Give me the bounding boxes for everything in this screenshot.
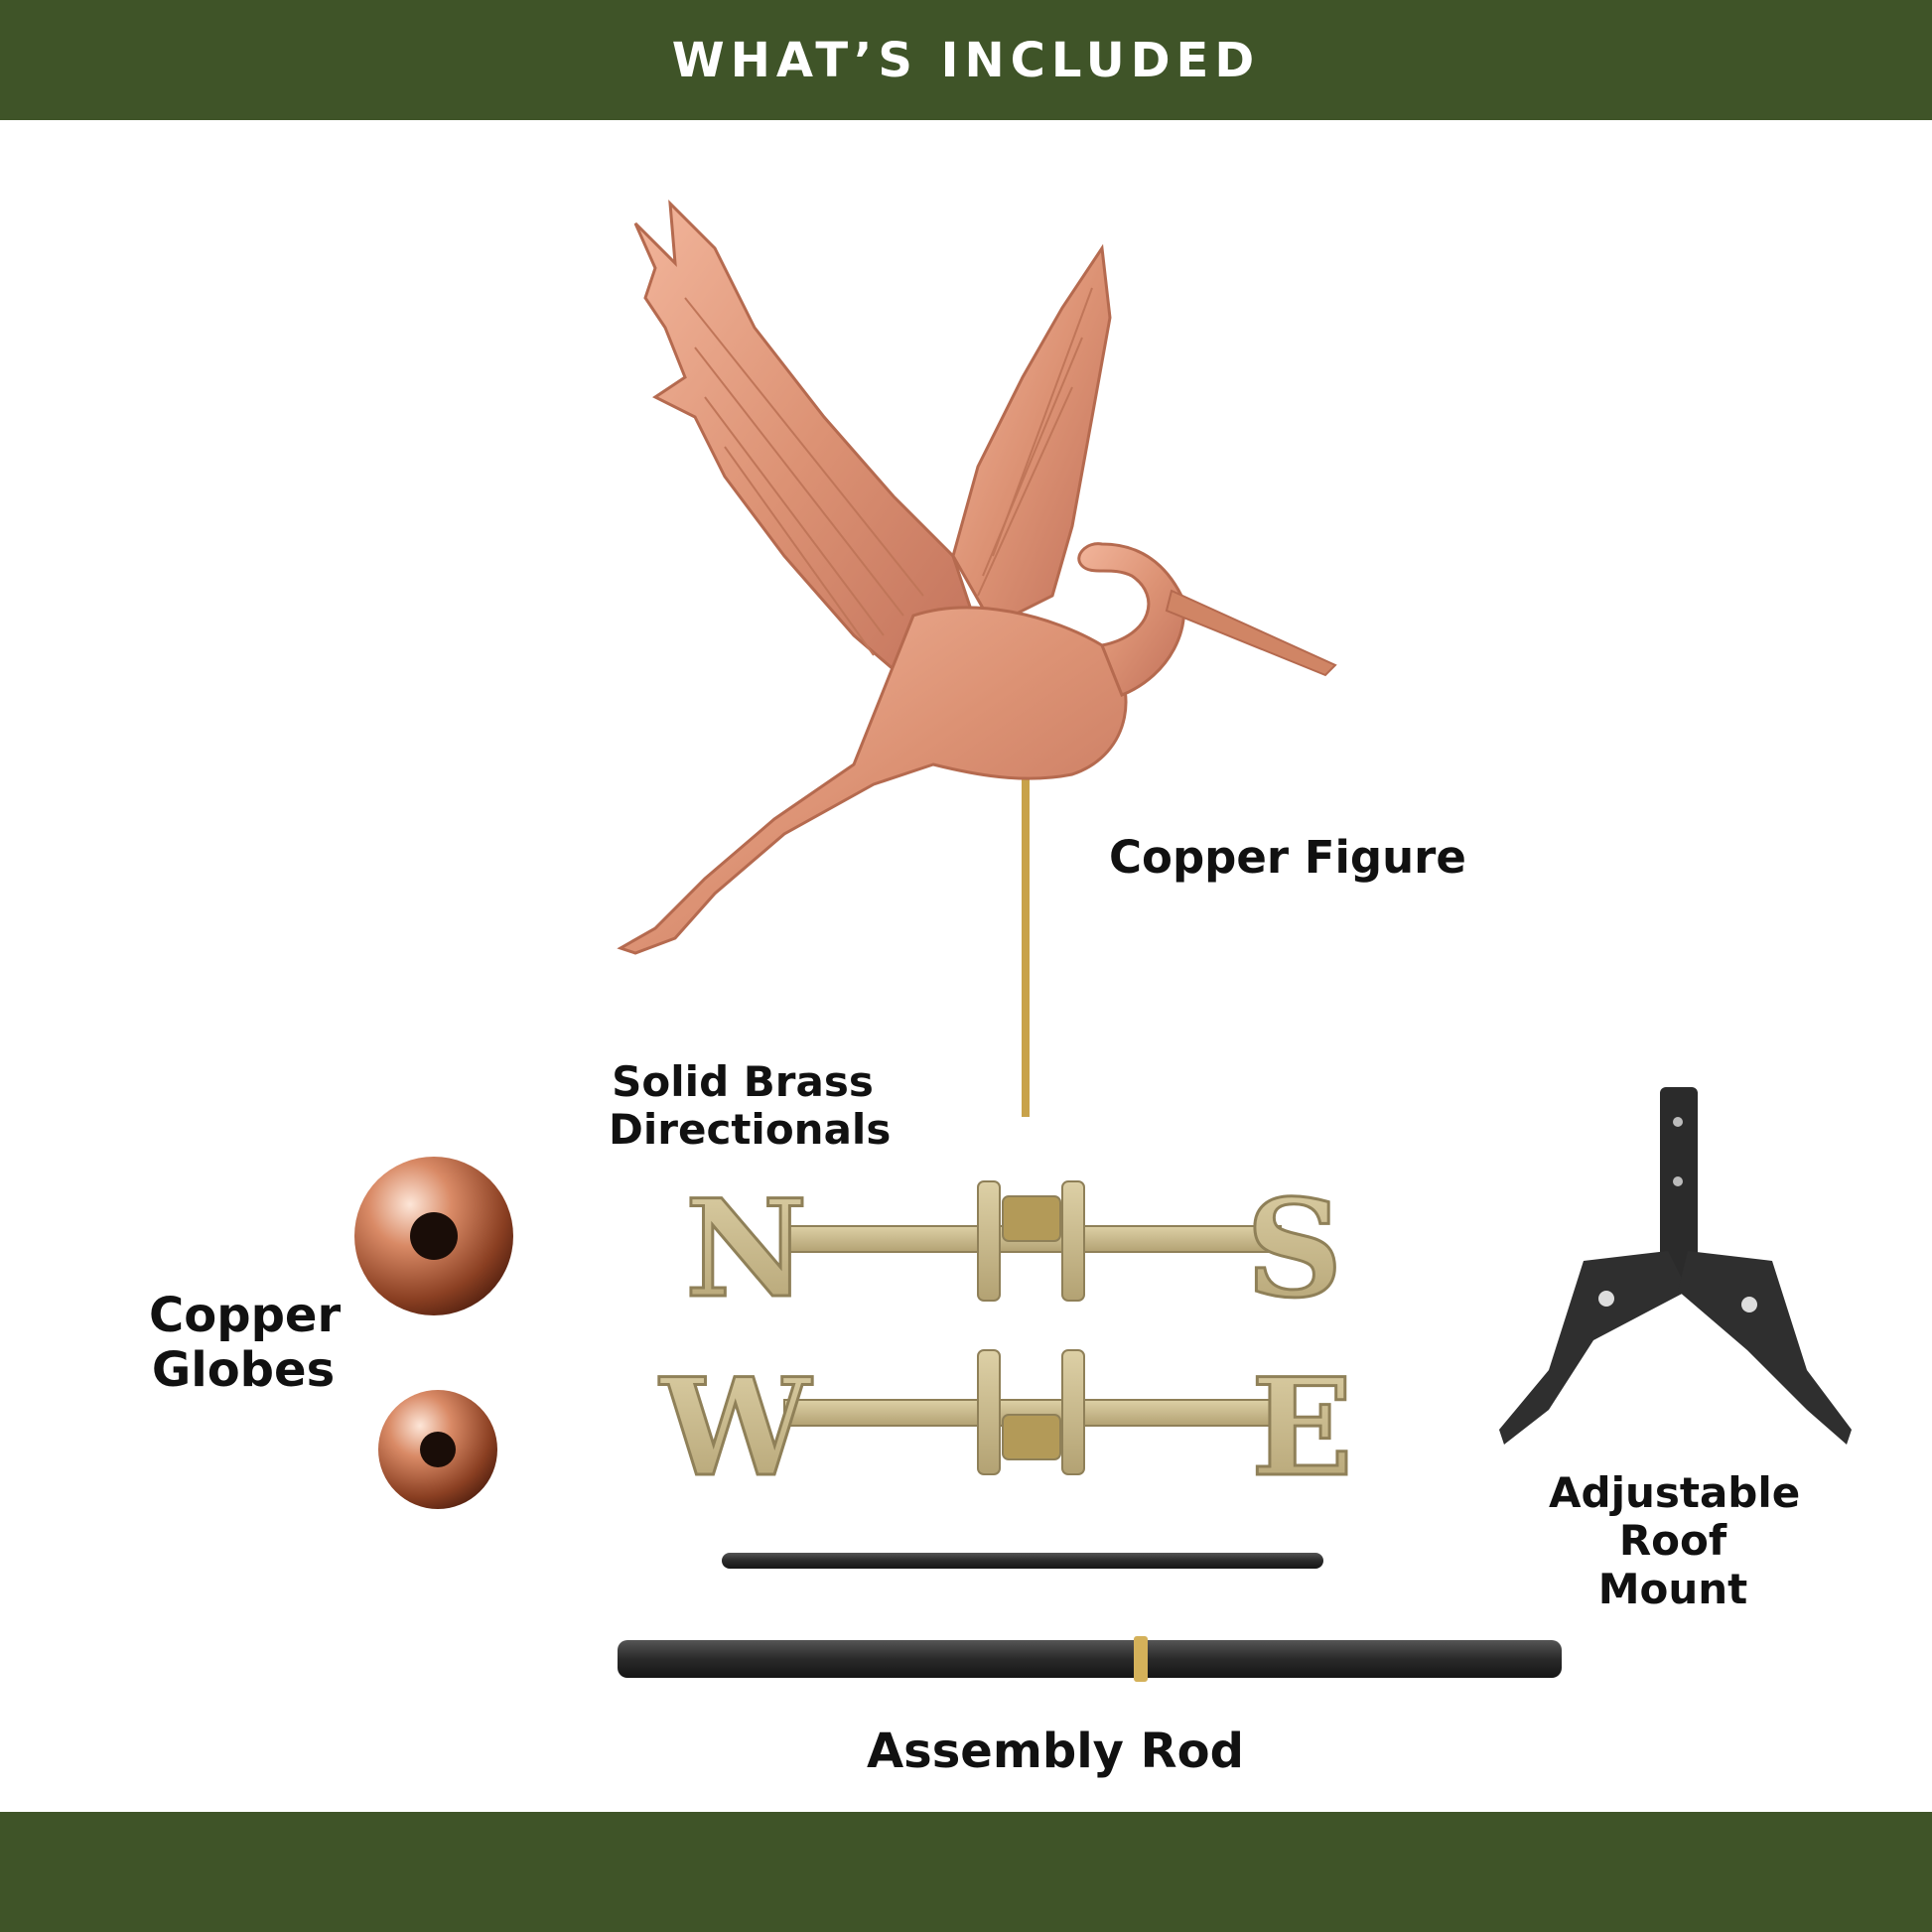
label-copper-globes: Copper Globes [149,1288,342,1399]
heron-left-wing [633,200,985,697]
heron-beak [1165,589,1337,677]
figure-stand-rod [1022,764,1030,1117]
assembly-rod [618,1636,1562,1682]
label-copper-figure: Copper Figure [1109,831,1466,884]
label-roof-mount: Adjustable Roof Mount [1549,1468,1801,1613]
label-directionals-line1: Solid Brass [612,1057,874,1106]
heron-body [617,606,1128,955]
brass-directionals: N S W E [657,1169,1355,1508]
label-directionals-line2: Directionals [609,1105,892,1155]
label-directionals: Solid Brass Directionals [609,1057,892,1155]
west-letter: W [658,1348,813,1506]
label-copper-globes-line2: Globes [151,1342,336,1399]
footer-banner [0,1812,1932,1932]
header-banner: WHAT’S INCLUDED [0,0,1932,120]
heron-neck [1077,542,1185,697]
label-roof-mount-line2: Roof [1618,1516,1727,1566]
label-assembly-rod: Assembly Rod [867,1724,1244,1779]
header-title: WHAT’S INCLUDED [671,32,1261,88]
label-roof-mount-line1: Adjustable [1549,1468,1801,1517]
adjustable-roof-mount [1499,1087,1852,1445]
thin-rod [722,1553,1323,1569]
copper-heron-figure [617,200,1337,1117]
east-letter: E [1251,1348,1353,1506]
north-letter: N [685,1170,807,1327]
label-copper-globes-line1: Copper [149,1288,342,1343]
label-roof-mount-line3: Mount [1597,1564,1748,1613]
copper-globes [354,1157,513,1509]
south-letter: S [1246,1170,1343,1327]
